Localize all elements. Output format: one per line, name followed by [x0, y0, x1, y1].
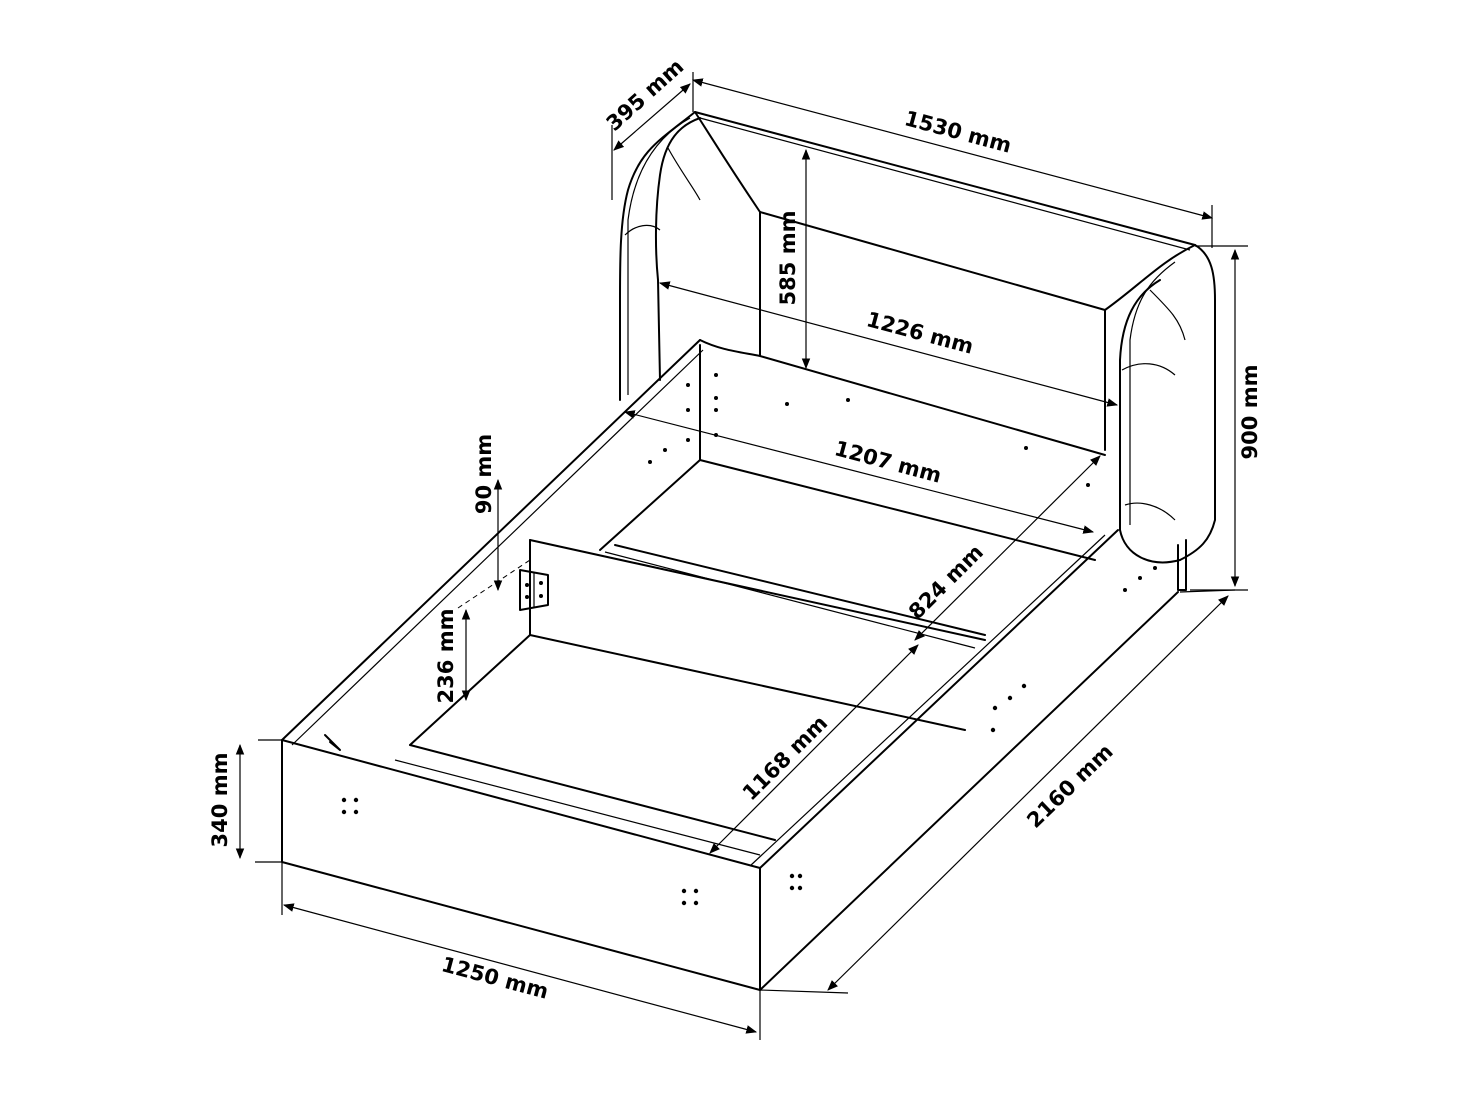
dimension-lines: [235, 72, 1248, 1040]
label-585: 585 mm: [776, 211, 800, 306]
headboard: [619, 111, 1216, 591]
label-1250: 1250 mm: [439, 952, 551, 1004]
label-2160: 2160 mm: [1022, 739, 1117, 832]
label-340: 340 mm: [208, 753, 232, 848]
label-824: 824 mm: [904, 540, 988, 624]
bed-frame: [281, 339, 1179, 991]
label-1168: 1168 mm: [738, 711, 832, 805]
label-900: 900 mm: [1238, 365, 1262, 460]
label-1226: 1226 mm: [864, 307, 976, 359]
label-236: 236 mm: [434, 609, 458, 704]
label-90: 90 mm: [472, 434, 496, 514]
